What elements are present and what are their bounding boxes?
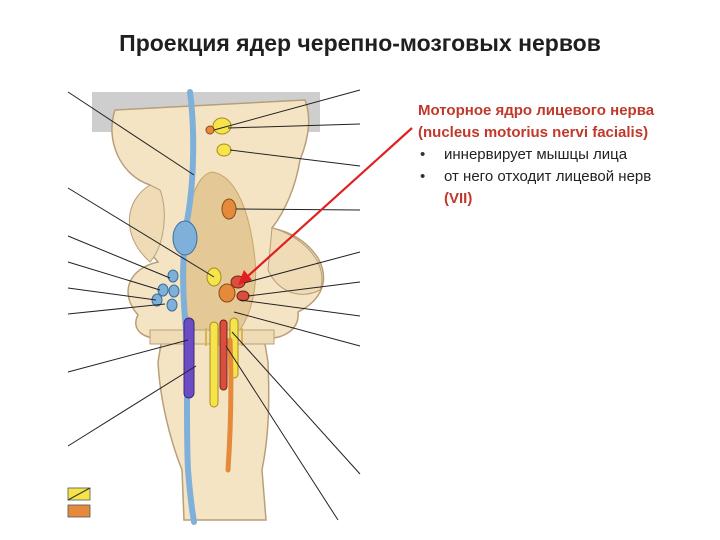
caption-nerve-number-row: (VII) [418, 188, 713, 210]
leader-line-nucleus-facial [67, 187, 215, 278]
legend [67, 487, 91, 518]
leader-lines-left [67, 91, 197, 447]
facial-nucleus-caption: Моторное ядро лицевого нерва (nucleus mo… [418, 100, 713, 210]
nucleus-accessory-small [205, 125, 215, 135]
caption-heading-ru: Моторное ядро лицевого нерва [418, 102, 655, 119]
nucleus-accessory-spinal [225, 337, 234, 473]
nucleus-salivatory [218, 283, 236, 303]
arrow-to-facial-nucleus [238, 127, 413, 285]
nucleus-solitary-violet [183, 317, 195, 399]
page-title: Проекция ядер черепно-мозговых нервов [119, 30, 601, 56]
peduncle-left [128, 184, 165, 263]
nucleus-trochlear [216, 143, 232, 157]
vestibular-cochlear-nuclei [151, 269, 180, 312]
nucleus-trigeminal-motor [221, 198, 237, 220]
leader-lines-right [213, 89, 361, 521]
caption-nerve-number: (VII) [444, 190, 473, 207]
nucleus-ambiguus-yellow [209, 321, 219, 408]
nucleus-trigeminal-sensory [172, 220, 198, 256]
caption-bullet-list: иннервирует мышцы лица от него отходит л… [418, 144, 713, 188]
caption-bullet: иннервирует мышцы лица [418, 144, 713, 166]
caption-heading-lat: (nucleus motorius nervi facialis) [418, 124, 649, 141]
orange-swatch-icon [67, 504, 91, 518]
nucleus-oculomotor [212, 117, 232, 135]
nucleus-lower-red [236, 290, 250, 302]
nucleus-vagus-red [219, 319, 228, 391]
caption-bullet: от него отходит лицевой нерв [418, 166, 713, 188]
